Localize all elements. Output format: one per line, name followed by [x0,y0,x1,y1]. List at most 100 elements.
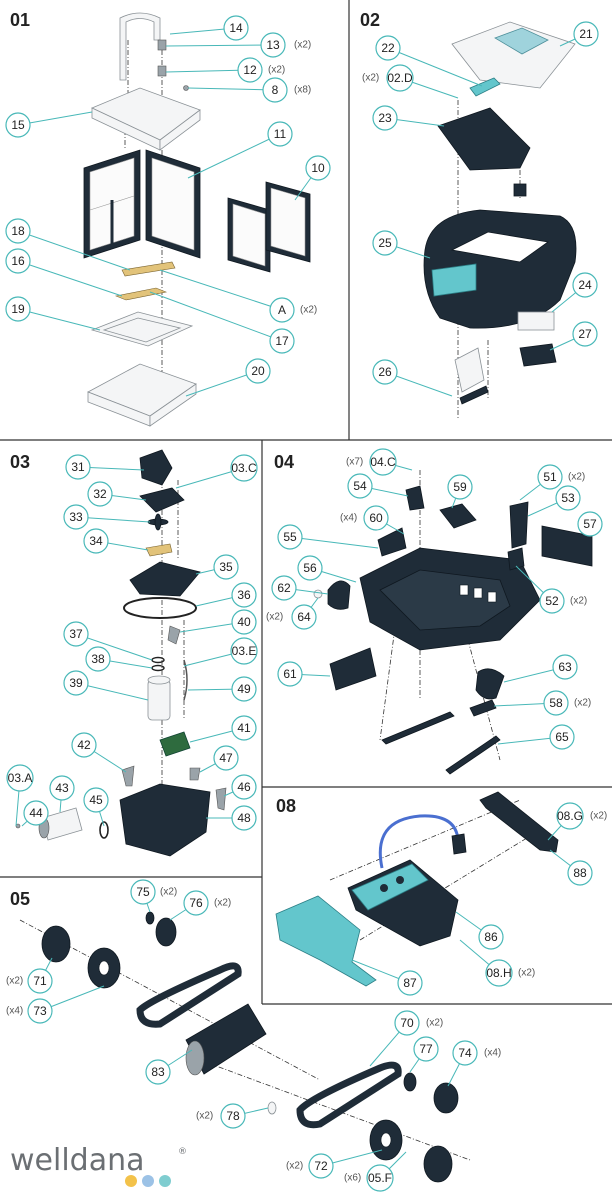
part-number-label: 08.G [557,809,583,823]
quantity-label: (x2) [362,73,379,84]
welldana-logo: welldana ® [10,1143,187,1187]
part-callout: 48 [231,805,257,831]
part-number-label: 56 [303,561,317,575]
part-callout: 12(x2) [237,57,285,83]
callout-circle [386,64,414,92]
callout-circle [375,35,401,61]
part-callout: 24 [572,272,598,298]
part-number-label: 63 [558,660,572,674]
callout-circle [23,800,49,826]
callout-circle [231,774,257,800]
part-callout: 36 [231,582,257,608]
wheel-cap-part [423,1145,453,1183]
callout-circle [87,481,113,507]
bushing-part [267,1101,277,1115]
section-01-parts [83,12,311,427]
callout-circle [549,724,575,750]
callout-leader-line [187,87,276,91]
part-callout: 54 [347,473,373,499]
callout-circle [567,860,593,886]
callout-circle [260,32,286,58]
callout-circle [543,690,569,716]
part-number-label: 03.C [231,461,257,475]
part-number-label: 20 [251,364,265,378]
callout-circle [231,715,257,741]
callout-circle [577,511,603,537]
part-callout: 45 [83,787,109,813]
part-number-label: 51 [543,470,557,484]
part-callout: 43 [49,775,75,801]
quantity-label: (x8) [294,85,311,96]
callout-circle [6,764,34,792]
quantity-label: (x2) [196,1111,213,1122]
part-callout: 17 [269,328,295,354]
part-number-label: 36 [237,588,251,602]
pulley-part [433,1082,459,1114]
callout-circle [130,879,156,905]
part-number-label: 22 [381,41,395,55]
part-number-label: 60 [369,511,383,525]
quantity-label: (x2) [214,898,231,909]
quantity-label: (x2) [568,472,585,483]
part-callout: 76(x2) [183,890,231,916]
callout-circle [394,1010,420,1036]
quantity-label: (x2) [574,698,591,709]
quantity-label: (x2) [266,612,283,623]
part-number-label: 48 [237,811,251,825]
quantity-label: (x2) [6,976,23,987]
brush-strip-part [445,735,501,775]
part-number-label: 64 [297,610,311,624]
logo-dot [159,1175,171,1187]
handle-part [119,12,161,81]
callout-circle [552,654,578,680]
callout-leader-line [159,269,283,311]
filter-plate-part [114,287,168,301]
callout-circle [413,1036,439,1062]
chassis-clip-part [405,485,425,511]
callout-circle [572,272,598,298]
part-callout: 55 [277,524,303,550]
part-number-label: 25 [378,236,392,250]
quantity-label: (x6) [344,1173,361,1184]
block-part [517,311,555,331]
callout-circle [447,474,473,500]
callout-circle [65,454,91,480]
button-part [469,77,501,97]
clip-part [215,787,227,811]
part-callout: 38 [85,646,111,672]
part-callout: 8(x8) [262,77,311,103]
part-callout: 83 [145,1059,171,1085]
clip-part [189,767,201,781]
motor-clip-part [167,625,181,645]
callout-circle [231,582,257,608]
part-number-label: 61 [283,667,297,681]
part-callout: 65 [549,724,575,750]
drive-wheel-part [369,1119,403,1161]
part-number-label: 52 [545,594,559,608]
part-number-label: 21 [579,27,593,41]
part-callout: 47 [213,745,239,771]
callout-circle [556,802,584,830]
logo-registered-mark: ® [178,1147,187,1157]
quantity-label: (x2) [570,596,587,607]
callout-circle [366,1164,394,1192]
part-callout: A(x2) [269,297,317,323]
quantity-label: (x7) [346,457,363,468]
part-callout: 27 [572,321,598,347]
callout-leader-line [17,230,131,271]
callout-circle [397,970,423,996]
clip-part [157,39,167,51]
clip-part [157,65,167,77]
callout-circle [231,676,257,702]
latch-part [519,343,557,367]
part-callout: 19 [5,296,31,322]
callout-circle [372,230,398,256]
part-callout: 88 [567,860,593,886]
part-callout: 86 [478,924,504,950]
callout-circle [223,15,249,41]
callout-circle [27,968,53,994]
part-number-label: 08.H [486,966,511,980]
motor-part [147,675,171,721]
part-number-label: 49 [237,682,251,696]
part-callout: 35 [213,554,239,580]
